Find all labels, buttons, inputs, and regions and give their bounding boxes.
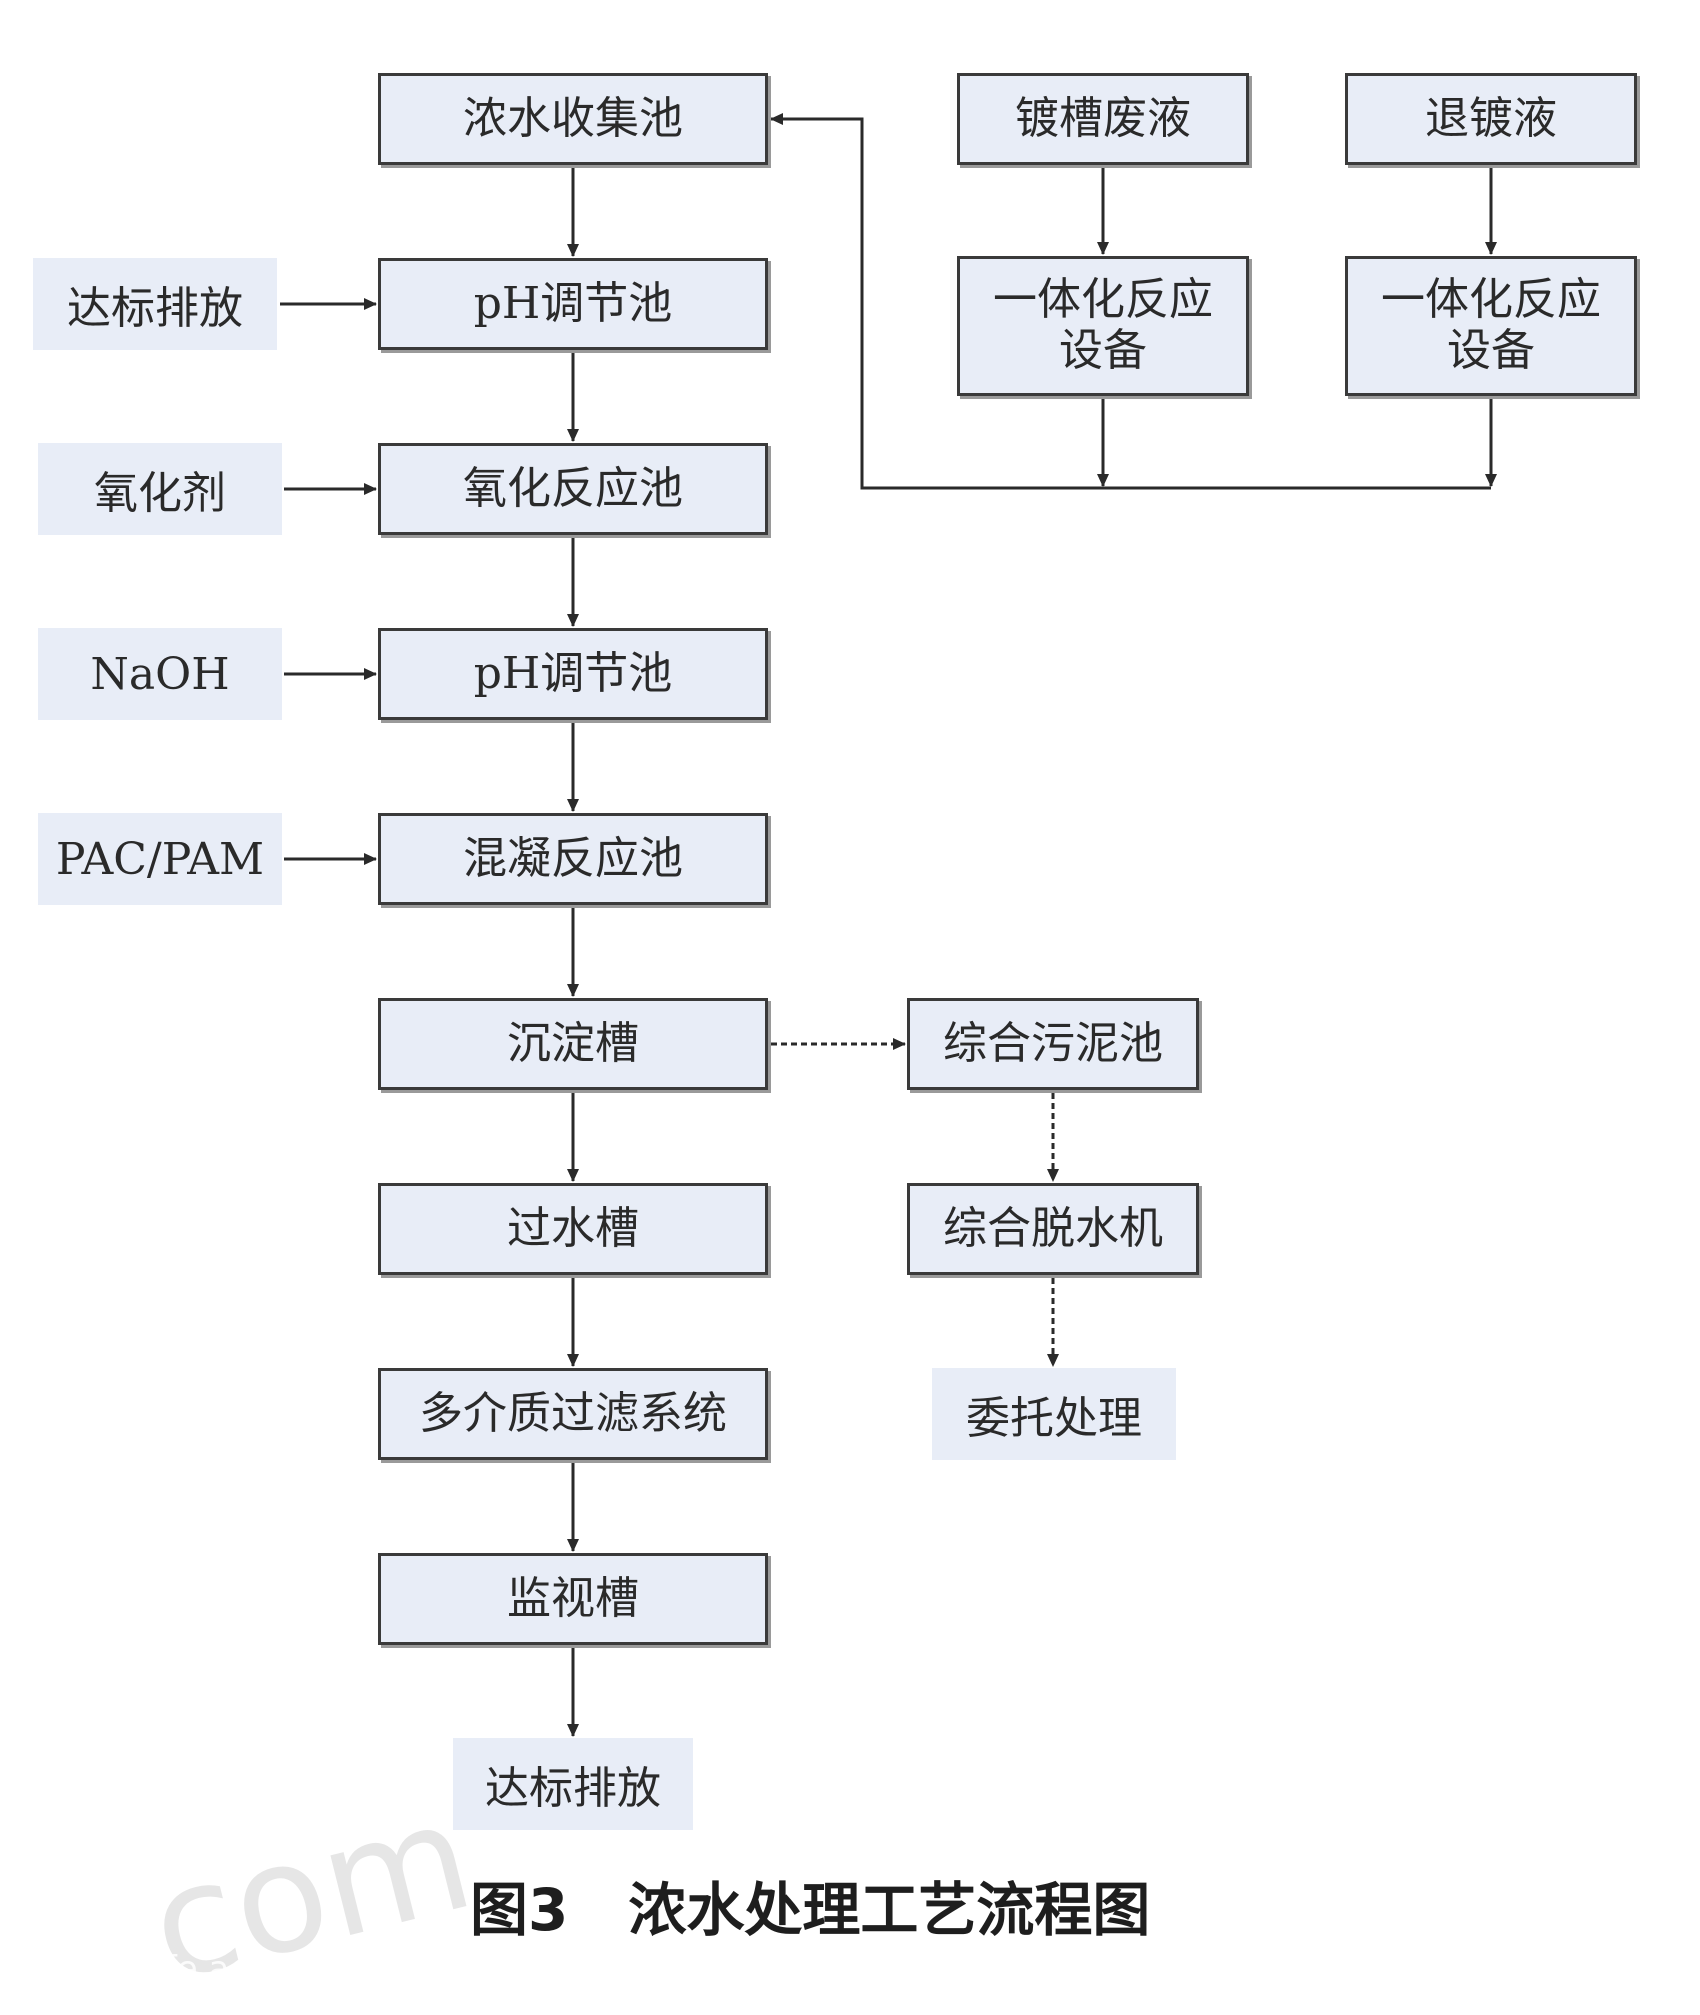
main-flow-step-multimedia-filter: 多介质过滤系统 — [378, 1368, 768, 1460]
watermark-bottom-text: 用 fe ac Q Q:3 03 — [120, 1948, 411, 1989]
sludge-outsourced-disposal: 委托处理 — [932, 1368, 1176, 1460]
figure-title: 浓水处理工艺流程图 — [628, 1876, 1151, 1944]
main-flow-step-sedimentation-tank: 沉淀槽 — [378, 998, 768, 1090]
side-input-oxidant: 氧化剂 — [38, 443, 282, 535]
main-flow-step-oxidation-tank: 氧化反应池 — [378, 443, 768, 535]
side-input-naoh: NaOH — [38, 628, 282, 720]
final-discharge-label: 达标排放 — [453, 1738, 693, 1830]
main-flow-step-coagulation-tank: 混凝反应池 — [378, 813, 768, 905]
source-stripping-solution: 退镀液 — [1345, 73, 1637, 165]
sludge-pool: 综合污泥池 — [907, 998, 1199, 1090]
figure-caption: 图3 浓水处理工艺流程图 — [470, 1860, 1270, 1950]
source-plating-bath-waste: 镀槽废液 — [957, 73, 1249, 165]
main-flow-step-monitoring-tank: 监视槽 — [378, 1553, 768, 1645]
integrated-reactor-1: 一体化反应 设备 — [957, 256, 1249, 396]
figure-number: 图3 — [470, 1876, 569, 1944]
main-flow-step-water-pass-tank: 过水槽 — [378, 1183, 768, 1275]
main-flow-step-ph-adjust-tank-2: pH调节池 — [378, 628, 768, 720]
integrated-reactor-2: 一体化反应 设备 — [1345, 256, 1637, 396]
side-input-pac-pam: PAC/PAM — [38, 813, 282, 905]
main-flow-step-concentrate-collection-tank: 浓水收集池 — [378, 73, 768, 165]
return-line-to-collection-tank — [770, 113, 1491, 490]
sludge-dewatering-machine: 综合脱水机 — [907, 1183, 1199, 1275]
side-input-discharge: 达标排放 — [33, 258, 277, 350]
main-flow-step-ph-adjust-tank-1: pH调节池 — [378, 258, 768, 350]
